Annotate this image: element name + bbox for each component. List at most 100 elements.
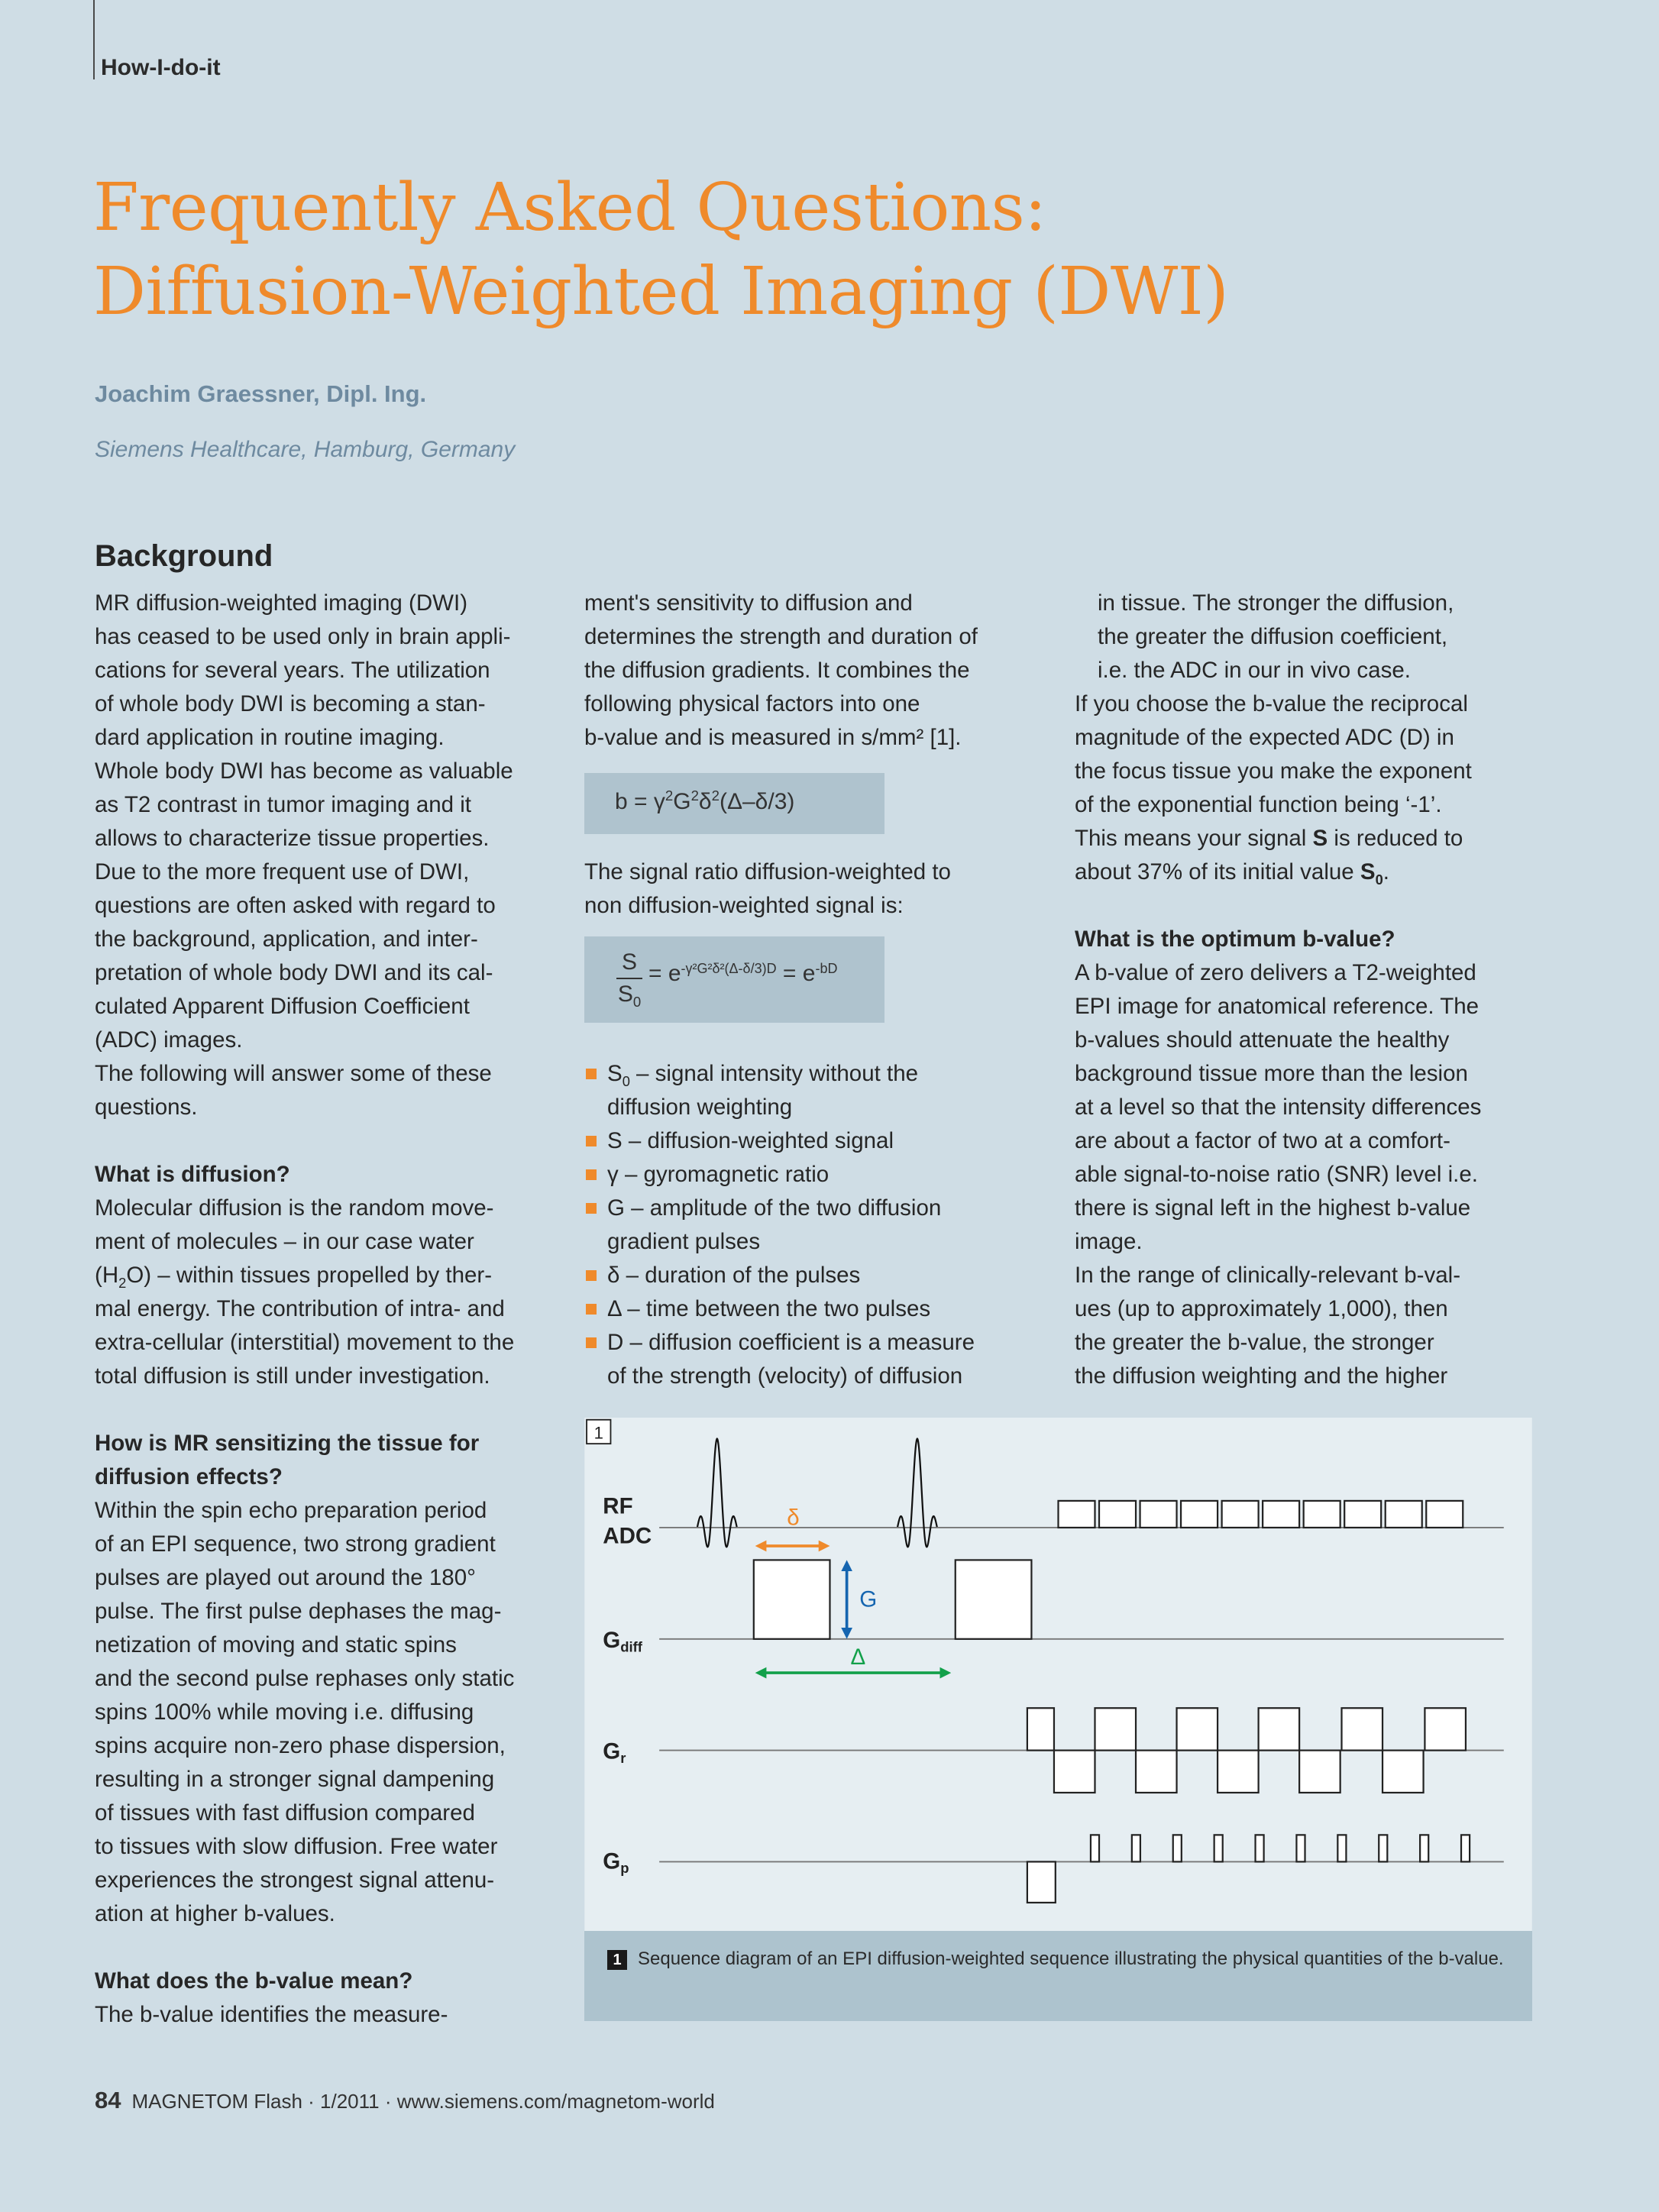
text-line: spins acquire non-zero phase dispersion, (95, 1733, 506, 1758)
text-line: The signal ratio diffusion-weighted to (584, 859, 951, 884)
footer-text: MAGNETOM Flash · 1/2011 · www.siemens.co… (131, 2090, 715, 2113)
text-run: δ – duration of the pulses (607, 1263, 861, 1288)
label-adc: ADC (603, 1523, 652, 1548)
phase-blip (1089, 1834, 1101, 1863)
section-label: How-I-do-it (101, 55, 221, 80)
text-line: culated Apparent Diffusion Coefficient (95, 994, 470, 1019)
text-line: pretation of whole body DWI and its cal- (95, 960, 493, 985)
text-run: S – diffusion-weighted signal (607, 1128, 894, 1153)
formula-part: = e (648, 961, 681, 986)
text-run: (H (95, 1263, 119, 1288)
denominator: S0 (616, 979, 642, 1010)
text-line (584, 1024, 978, 1057)
text-line: MR diffusion-weighted imaging (DWI) (95, 590, 468, 616)
delta-small-label: δ (787, 1505, 799, 1530)
phase-blip (1130, 1834, 1142, 1863)
text-line: Whole body DWI has become as valuable (95, 758, 513, 784)
formula-part: -γ²G²δ²(Δ-δ/3)D (681, 961, 777, 976)
rf-pulse (696, 1437, 738, 1548)
phase-blip (1337, 1834, 1347, 1863)
text-run: 0 (1375, 871, 1383, 888)
text-line: about 37% of its initial value S0. (1075, 855, 1481, 889)
text-line (95, 1393, 514, 1427)
text-line: there is signal left in the highest b-va… (1075, 1195, 1471, 1221)
text-line: extra-cellular (interstitial) movement t… (95, 1330, 515, 1355)
text-line: of whole body DWI is becoming a stan- (95, 691, 486, 716)
text-line: determines the strength and duration of (584, 624, 978, 649)
text-line: and the second pulse rephases only stati… (95, 1666, 515, 1691)
adc-readout-window (1425, 1499, 1464, 1529)
text-line: cations for several years. The utilizati… (95, 658, 490, 683)
text-run: S (607, 1061, 623, 1086)
text-line: the background, application, and inter- (95, 927, 478, 952)
text-line: dard application in routine imaging. (95, 725, 445, 750)
text-line: pulse. The first pulse dephases the mag- (95, 1599, 502, 1624)
text-line: image. (1075, 1229, 1143, 1254)
text-line: of the strength (velocity) of diffusion (607, 1363, 963, 1389)
caption-body: Sequence diagram of an EPI diffusion-wei… (638, 1948, 1504, 1969)
label-part: G (603, 1849, 620, 1874)
fraction: S S0 (616, 947, 642, 1010)
readout-gradient-lobe (1340, 1707, 1384, 1751)
diffusion-gradient-pulse (752, 1559, 831, 1640)
subheading: How is MR sensitizing the tissue for (95, 1431, 480, 1456)
text-line: are about a factor of two at a comfort- (1075, 1128, 1450, 1153)
formula-part: 2 (690, 787, 699, 804)
text-line: in tissue. The stronger the diffusion, (1098, 590, 1454, 616)
readout-gradient-lobe (1176, 1707, 1219, 1751)
readout-gradient-lobe (1257, 1707, 1301, 1751)
label-gdiff: Gdiff (603, 1628, 642, 1655)
bullet-item: γ – gyromagnetic ratio (584, 1158, 978, 1192)
text-line: to tissues with slow diffusion. Free wat… (95, 1834, 498, 1859)
text-line: allows to characterize tissue properties… (95, 826, 490, 851)
bullet-item: G – amplitude of the two diffusion (584, 1192, 978, 1225)
label-part: diff (620, 1638, 643, 1654)
text-line: Molecular diffusion is the random move- (95, 1195, 494, 1221)
formula-part: S (617, 981, 633, 1007)
readout-gradient-lobe (1094, 1707, 1137, 1751)
text-line: If you choose the b-value the reciprocal (1075, 691, 1468, 716)
b-value-formula: b = γ2G2δ2(Δ–δ/3) (615, 787, 794, 815)
adc-readout-window (1221, 1499, 1260, 1529)
text-line: pulses are played out around the 180° (95, 1565, 476, 1590)
phase-blip (1460, 1834, 1471, 1863)
text-run: This means your signal (1075, 826, 1313, 851)
adc-readout-window (1139, 1499, 1178, 1529)
text-line: netization of moving and static spins (95, 1632, 457, 1657)
label-part: G (603, 1739, 620, 1764)
text-run: 0 (622, 1072, 630, 1089)
subheading: What is the optimum b-value? (1075, 927, 1395, 952)
text-line: The b-value identifies the measure- (95, 2002, 448, 2027)
text-line: questions. (95, 1095, 198, 1120)
text-line: b-values should attenuate the healthy (1075, 1027, 1450, 1053)
text-line: (H2O) – within tissues propelled by ther… (95, 1259, 514, 1292)
text-line: resulting in a stronger signal dampening (95, 1767, 495, 1792)
text-line: spins 100% while moving i.e. diffusing (95, 1699, 474, 1725)
formula-part: = e (776, 961, 816, 986)
text-run: about 37% of its initial value (1075, 859, 1360, 884)
article-title-line-1: Frequently Asked Questions: (93, 170, 1046, 246)
text-line (95, 1931, 514, 1965)
subheading: diffusion effects? (95, 1464, 283, 1489)
text-line: EPI image for anatomical reference. The (1075, 994, 1480, 1019)
text-line: at a level so that the intensity differe… (1075, 1095, 1482, 1120)
text-line: non diffusion-weighted signal is: (584, 893, 904, 918)
rf-pulse (896, 1437, 938, 1548)
text-line: (ADC) images. (95, 1027, 243, 1053)
text-run: O) – within tissues propelled by ther- (126, 1263, 493, 1288)
formula-part: 2 (665, 787, 674, 804)
phase-blip (1378, 1834, 1389, 1863)
delta-big-label: Δ (851, 1644, 866, 1670)
text-column-1: MR diffusion-weighted imaging (DWI)has c… (95, 587, 514, 2032)
text-line: The following will answer some of these (95, 1061, 492, 1086)
adc-readout-window (1098, 1499, 1137, 1529)
text-line: of an EPI sequence, two strong gradient (95, 1531, 496, 1557)
readout-gradient-lobe (1134, 1749, 1178, 1794)
text-line (1075, 889, 1481, 923)
text-line: i.e. the ADC in our in vivo case. (1098, 658, 1411, 683)
text-run: D – diffusion coefficient is a measure (607, 1330, 975, 1355)
